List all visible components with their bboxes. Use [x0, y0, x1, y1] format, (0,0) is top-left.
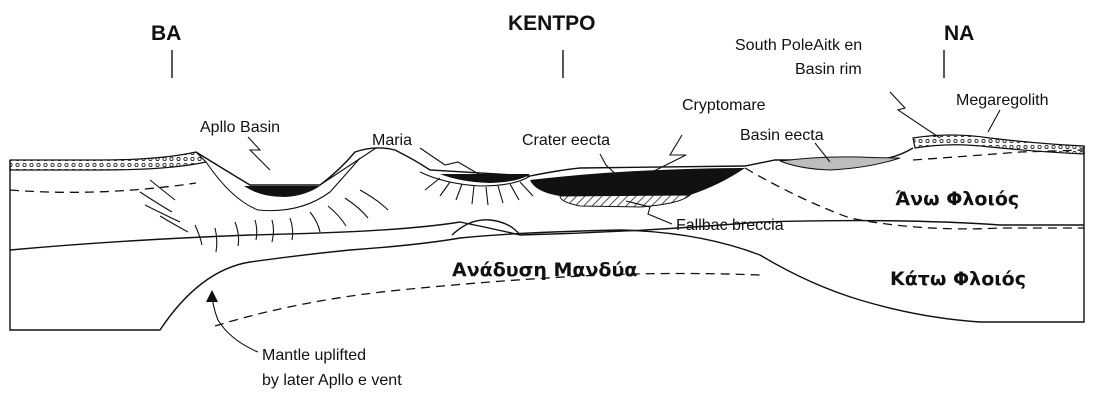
leader-cryptomare	[648, 135, 686, 174]
fallback-breccia-fill	[560, 195, 690, 207]
label-south-pole-line1: South PoleAitk en	[735, 37, 862, 54]
layer-lower-crust: Κάτω Φλοιός	[890, 268, 1026, 290]
leader-mantle-uplift-arrow	[206, 290, 218, 302]
header-center: ΚΕΝΤΡΟ	[508, 12, 596, 35]
leader-mantle-uplift	[212, 292, 258, 352]
dashed-boundary-upper-left	[10, 183, 196, 192]
cryptomare-fill	[530, 168, 745, 196]
header-left: ΒΑ	[151, 22, 181, 45]
apollo-basin-fill	[244, 186, 320, 197]
layer-upper-crust: Άνω Φλοιός	[895, 188, 1019, 210]
label-megaregolith: Megaregolith	[956, 92, 1049, 109]
leader-maria-left	[320, 148, 376, 185]
leader-south-pole	[890, 92, 940, 138]
label-mantle-uplift-line1: Mantle uplifted	[262, 347, 366, 364]
leader-apollo-basin	[248, 137, 270, 170]
label-maria: Maria	[372, 132, 412, 149]
dashed-boundary-lower	[215, 274, 760, 327]
label-basin-ejecta: Basin eecta	[740, 127, 824, 144]
regolith-layer-right	[913, 135, 1084, 154]
regolith-layer-left	[10, 152, 206, 170]
label-mantle-uplift-line2: by later Apllo e vent	[262, 372, 402, 389]
label-fallback-breccia: Fallbac breccia	[676, 217, 784, 234]
label-crater-ejecta: Crater eecta	[522, 132, 610, 149]
label-cryptomare: Cryptomare	[682, 97, 766, 114]
label-apollo-basin: Apllo Basin	[200, 119, 280, 136]
layer-mantle-emergence: Ανάδυση Μανδύα	[452, 259, 637, 281]
label-south-pole-line2: Basin rim	[795, 61, 862, 78]
basin-ejecta-fill	[780, 157, 900, 170]
leader-megaregolith	[988, 110, 1000, 132]
header-right: ΝΑ	[944, 22, 974, 45]
crust-boundary	[10, 221, 1084, 250]
